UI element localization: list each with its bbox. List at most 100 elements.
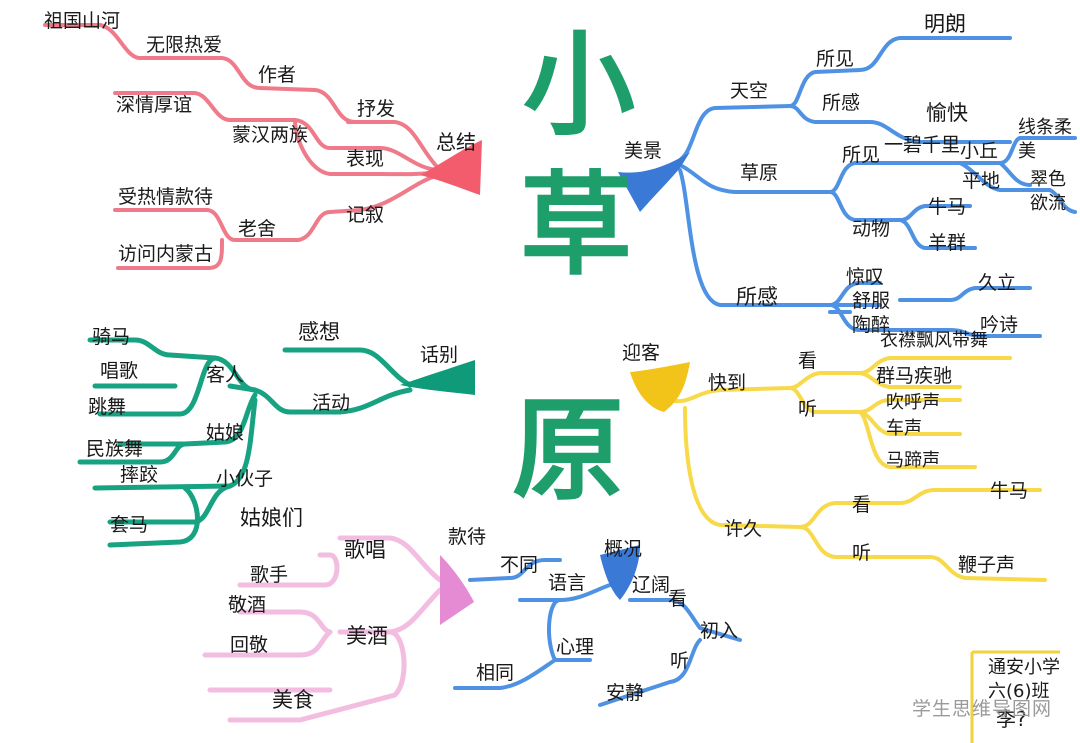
scenery-branch-lines bbox=[678, 36, 1077, 338]
scenery-node: 动物 bbox=[852, 218, 891, 240]
farewell-node: 骑马 bbox=[92, 326, 131, 348]
scenery-root-label: 美景 bbox=[624, 140, 663, 162]
scenery-node: 惊叹 bbox=[846, 266, 885, 288]
overview-node: 语言 bbox=[548, 572, 587, 594]
overview-node: 不同 bbox=[500, 554, 539, 576]
welcome-node: 鞭子声 bbox=[958, 554, 1016, 576]
title-char-3: 原 bbox=[512, 386, 624, 516]
hospitality-node: 歌唱 bbox=[344, 538, 386, 562]
farewell-root-label: 话别 bbox=[420, 344, 459, 366]
scenery-node: 一碧千里 bbox=[884, 134, 961, 156]
welcome-node: 许久 bbox=[724, 518, 763, 540]
welcome-node: 车声 bbox=[886, 418, 922, 439]
scenery-node: 所感 bbox=[822, 92, 861, 114]
hospitality-branch-lines bbox=[202, 535, 443, 723]
summary-node: 受热情款待 bbox=[118, 186, 214, 208]
signature-name: 李? bbox=[996, 707, 1027, 731]
farewell-node: 客人 bbox=[206, 364, 245, 386]
scenery-node: 羊群 bbox=[928, 232, 967, 254]
scenery-node: 明朗 bbox=[924, 12, 966, 36]
welcome-node: 听 bbox=[852, 542, 872, 564]
scenery-node: 草原 bbox=[740, 162, 779, 184]
scenery-node: 线条柔美 bbox=[1018, 117, 1072, 163]
overview-node: 安静 bbox=[606, 682, 645, 704]
farewell-branch-lines bbox=[77, 337, 413, 548]
overview-root-shape bbox=[600, 545, 640, 600]
welcome-node: 看 bbox=[798, 350, 818, 372]
scenery-node: 陶醉 bbox=[852, 314, 891, 336]
scenery-node: 平地 bbox=[962, 170, 1001, 192]
scenery-node: 小丘 bbox=[960, 140, 999, 162]
overview-node: 心理 bbox=[556, 636, 595, 658]
summary-node: 祖国山河 bbox=[44, 10, 121, 32]
farewell-node: 感想 bbox=[298, 320, 340, 344]
welcome-node: 看 bbox=[852, 494, 872, 516]
overview-node: 辽阔 bbox=[632, 574, 671, 596]
welcome-node: 听 bbox=[798, 398, 818, 420]
summary-node: 表现 bbox=[346, 148, 385, 170]
welcome-node: 马蹄声 bbox=[886, 450, 940, 471]
watermark-text: 学生思维导图网 bbox=[912, 698, 1053, 720]
summary-node: 访问内蒙古 bbox=[118, 243, 214, 265]
summary-node: 老舍 bbox=[238, 218, 277, 240]
overview-branch-lines bbox=[453, 558, 742, 707]
welcome-node: 群马疾驰 bbox=[876, 365, 953, 387]
summary-node: 蒙汉两族 bbox=[232, 124, 309, 146]
overview-node: 初入 bbox=[700, 620, 739, 642]
hospitality-node: 敬酒 bbox=[228, 594, 267, 616]
hospitality-root-shape bbox=[440, 555, 474, 625]
scenery-node: 翠色欲流 bbox=[1030, 169, 1066, 215]
branch-root-shapes bbox=[400, 140, 690, 625]
summary-node: 作者 bbox=[258, 64, 297, 86]
overview-node: 听 bbox=[670, 650, 690, 672]
farewell-node: 活动 bbox=[312, 392, 351, 414]
welcome-node: 衣襟飘风带舞 bbox=[880, 330, 988, 351]
farewell-node: 姑娘 bbox=[206, 422, 245, 444]
scenery-node: 所见 bbox=[816, 48, 855, 70]
summary-root-label: 总结 bbox=[436, 130, 476, 154]
hospitality-node: 美食 bbox=[272, 688, 314, 712]
summary-branch-lines bbox=[43, 23, 442, 270]
overview-root-label: 概况 bbox=[604, 538, 643, 560]
scenery-node: 牛马 bbox=[928, 196, 967, 218]
farewell-root-shape bbox=[400, 360, 475, 395]
welcome-branch-lines bbox=[668, 356, 1047, 582]
summary-node: 无限热爱 bbox=[146, 34, 223, 56]
welcome-node: 牛马 bbox=[990, 480, 1029, 502]
summary-node: 记叙 bbox=[346, 204, 385, 226]
hospitality-root-label: 款待 bbox=[448, 526, 487, 548]
farewell-node: 民族舞 bbox=[86, 438, 144, 460]
scenery-node: 吟诗 bbox=[980, 314, 1019, 336]
hospitality-node: 姑娘们 bbox=[240, 506, 303, 530]
scenery-node: 久立 bbox=[978, 272, 1017, 294]
welcome-node: 吹呼声 bbox=[886, 392, 940, 413]
farewell-node: 小伙子 bbox=[216, 468, 274, 490]
signature-frame bbox=[970, 650, 1060, 743]
farewell-node: 跳舞 bbox=[88, 396, 127, 418]
scenery-node: 愉快 bbox=[926, 101, 968, 125]
scenery-root-shape bbox=[618, 152, 690, 212]
summary-node: 深情厚谊 bbox=[116, 94, 193, 116]
farewell-node: 唱歌 bbox=[100, 360, 139, 382]
hospitality-node: 回敬 bbox=[230, 634, 269, 656]
scenery-node: 所感 bbox=[736, 285, 778, 309]
title-char-1: 小 bbox=[523, 21, 635, 151]
title-char-2: 草 bbox=[520, 161, 632, 291]
summary-node: 抒发 bbox=[357, 98, 396, 120]
scenery-node: 所见 bbox=[842, 144, 881, 166]
summary-root-shape bbox=[420, 140, 482, 195]
hospitality-node: 美酒 bbox=[346, 624, 388, 648]
overview-node: 看 bbox=[668, 588, 688, 610]
scenery-node: 舒服 bbox=[852, 290, 891, 312]
welcome-root-label: 迎客 bbox=[622, 342, 661, 364]
signature-class: 六(6)班 bbox=[988, 681, 1050, 702]
welcome-root-shape bbox=[630, 362, 690, 412]
farewell-node: 摔跤 bbox=[120, 464, 159, 486]
welcome-node: 快到 bbox=[708, 372, 747, 394]
farewell-node: 套马 bbox=[110, 514, 149, 536]
signature-school: 通安小学 bbox=[988, 657, 1060, 678]
scenery-node: 天空 bbox=[730, 80, 769, 102]
overview-node: 相同 bbox=[476, 662, 515, 684]
